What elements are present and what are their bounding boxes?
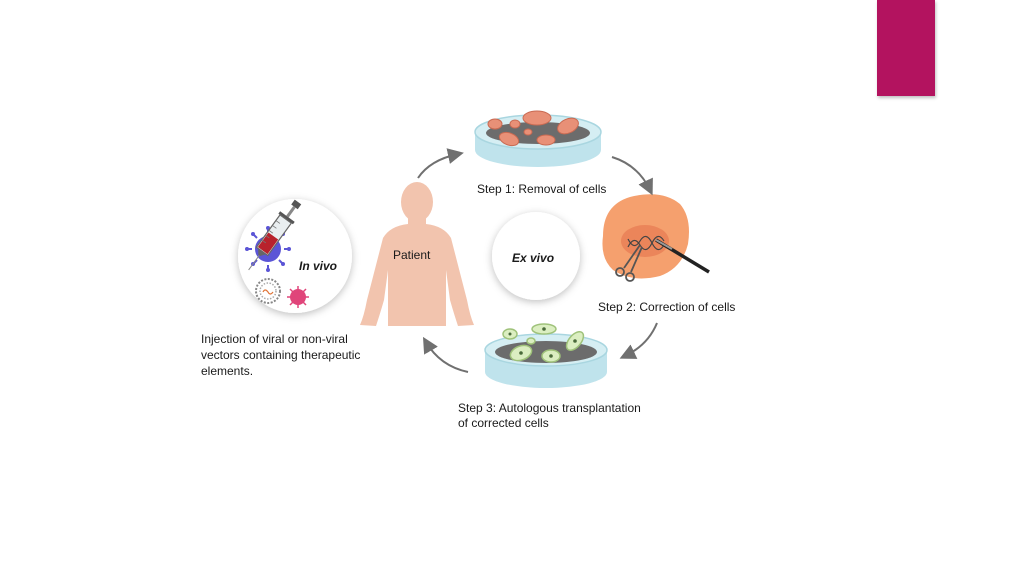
in-vivo-label: In vivo [299,259,338,273]
accent-bar [877,0,935,96]
scissors-icon [615,244,643,282]
in-vivo-circle [238,199,352,313]
injection-caption-line1: Injection of viral or non-viral [201,332,348,346]
virus-pink-icon [287,286,309,308]
cycle-arrows [417,148,658,373]
injection-caption-line2: vectors containing therapeutic [201,348,361,362]
step3-label-line2: of corrected cells [458,416,549,430]
syringe-icon [248,199,302,271]
ex-vivo-label: Ex vivo [512,251,555,265]
liposome-icon [255,278,281,304]
arrow-to-step1 [417,148,464,179]
step1-label: Step 1: Removal of cells [477,182,607,196]
patient-figure [360,182,474,326]
petri-dish-icon [484,323,608,388]
patient-label: Patient [393,248,431,262]
cell-correction-icon [602,194,710,282]
ex-vivo-circle [492,212,580,300]
injection-caption-line3: elements. [201,364,254,378]
petri-dish-icon [474,110,602,167]
tweezers-icon [655,238,710,274]
arrow-to-step2 [611,156,653,196]
step3-label-line1: Step 3: Autologous transplantation [458,401,641,415]
arrow-to-step3 [619,322,658,359]
dna-icon [627,235,665,251]
step2-label: Step 2: Correction of cells [598,300,736,314]
arrow-to-patient [422,336,469,373]
